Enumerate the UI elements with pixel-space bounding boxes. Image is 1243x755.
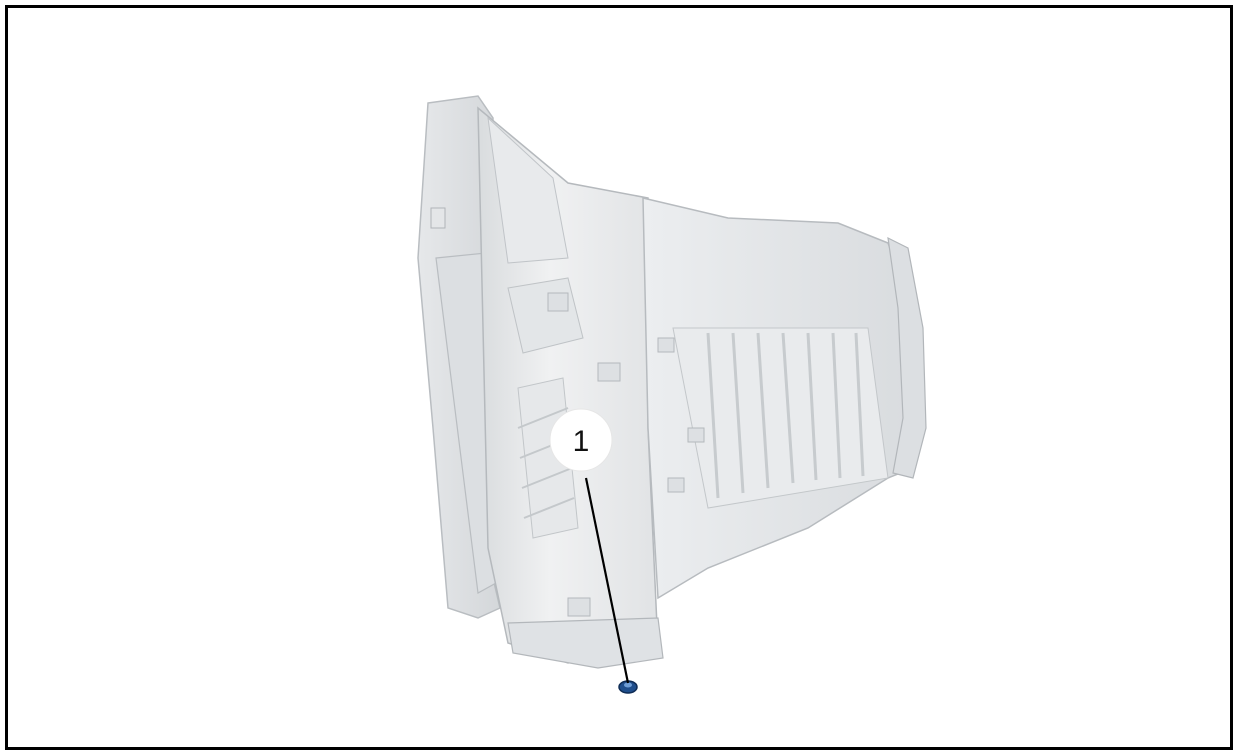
rear-housing [642, 197, 927, 600]
gearbox-illustration: 1 [417, 95, 927, 694]
callout-label: 1 [573, 425, 590, 458]
figure-frame: 1 [5, 5, 1233, 750]
main-housing [477, 106, 664, 669]
callout-bubble [549, 408, 613, 472]
cooling-ribs [706, 332, 865, 499]
callout-1: 1 [549, 408, 630, 684]
callout-leader-line [584, 477, 630, 684]
